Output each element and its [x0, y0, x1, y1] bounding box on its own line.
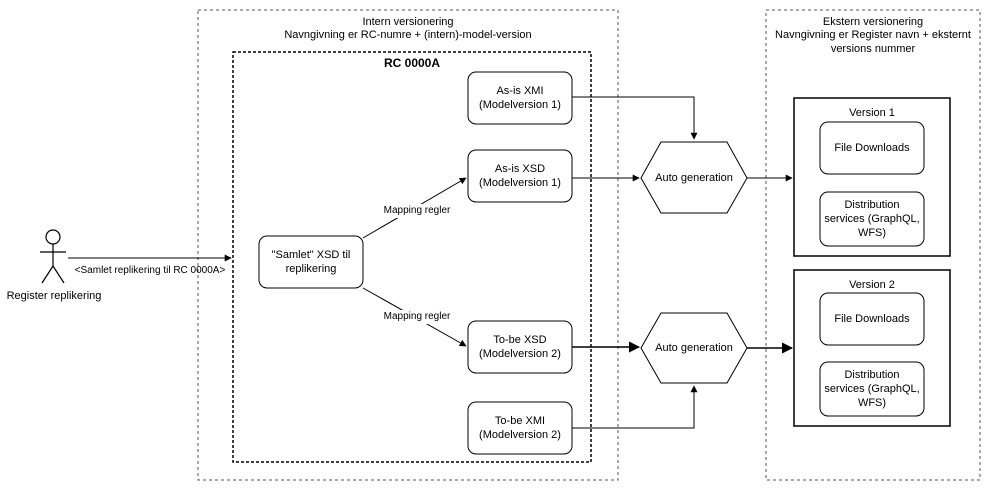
v2-file-downloads-box	[819, 292, 925, 346]
v2-distribution-label: Distribution services (GraphQL, WFS)	[824, 369, 920, 409]
auto-generation-top-label: Auto generation	[655, 172, 733, 184]
intern-versioning-title: Intern versionering	[362, 16, 454, 28]
actor-figure	[40, 229, 66, 284]
rc-container	[232, 51, 592, 463]
intern-versioning-container	[197, 9, 619, 481]
extern-versioning-subtitle: Navngivning er Register navn + eksternt …	[775, 29, 971, 55]
actor-label: Register replikering	[6, 290, 102, 302]
asis-xmi-box	[467, 71, 573, 125]
version-1-title: Version 1	[849, 107, 895, 119]
mapping-rules-bottom-label: Mapping regler	[372, 310, 462, 324]
asis-xsd-label: As-is XSD (Modelversion 1)	[479, 163, 561, 189]
extern-versioning-title: Ekstern versionering	[822, 16, 924, 28]
version-2-title: Version 2	[849, 279, 895, 291]
asis-xmi-label: As-is XMI (Modelversion 1)	[479, 85, 561, 111]
v1-distribution-box	[819, 191, 925, 247]
edge-tobe-xmi-to-auto-bottom	[572, 385, 698, 429]
edge-asis-xmi-to-auto-top	[572, 96, 698, 140]
tobe-xsd-label: To-be XSD (Modelversion 2)	[479, 334, 561, 360]
rc-title: RC 0000A	[383, 56, 441, 70]
asis-xsd-box	[467, 149, 573, 203]
v2-file-downloads-label: File Downloads	[834, 313, 910, 325]
tobe-xmi-label: To-be XMI (Modelversion 2)	[479, 415, 561, 441]
v1-file-downloads-box	[819, 121, 925, 175]
mapping-rules-top-label: Mapping regler	[372, 204, 462, 218]
samlet-xsd-label: "Samlet" XSD til replikering	[271, 249, 351, 275]
v1-distribution-label: Distribution services (GraphQL, WFS)	[824, 199, 920, 239]
samlet-xsd-box	[258, 235, 364, 289]
auto-generation-bottom-label: Auto generation	[655, 342, 733, 354]
v1-file-downloads-label: File Downloads	[834, 142, 910, 154]
replication-edge-label: <Samlet replikering til RC 0000A>	[74, 265, 226, 276]
v2-distribution-box	[819, 361, 925, 417]
intern-versioning-subtitle: Navngivning er RC-numre + (intern)-model…	[284, 29, 532, 41]
